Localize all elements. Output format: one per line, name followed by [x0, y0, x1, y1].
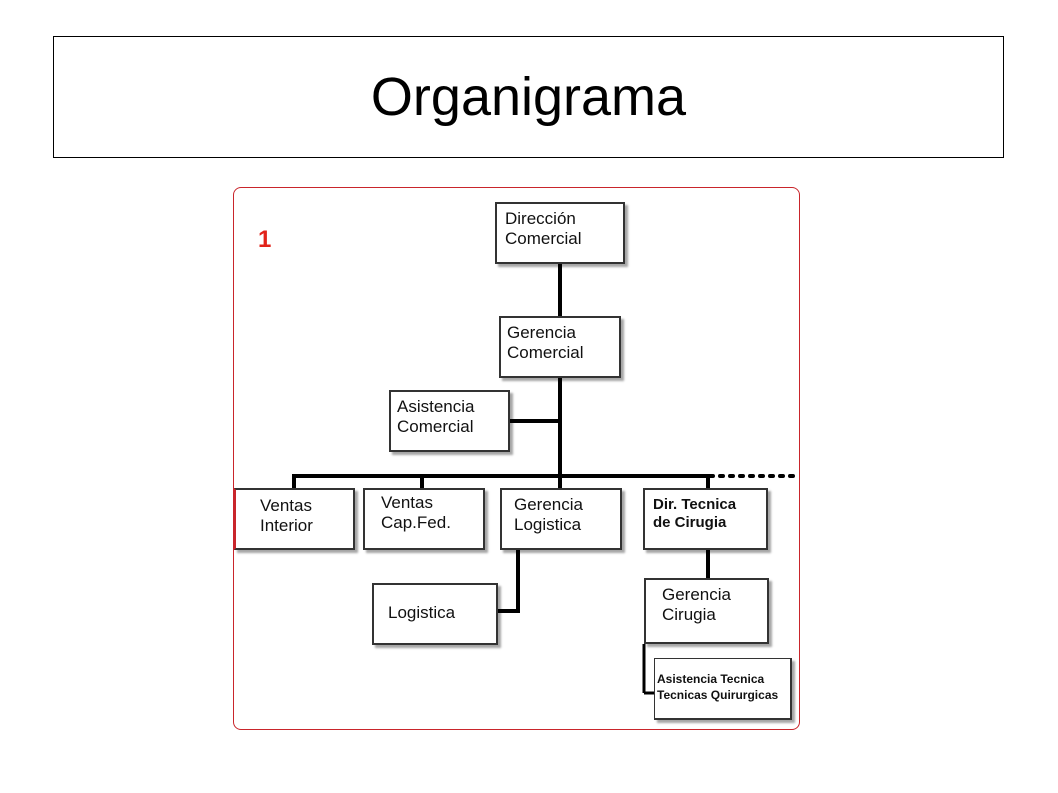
node-gerencia-comercial: Gerencia Comercial — [499, 316, 621, 378]
node-ventas-interior: Ventas Interior — [234, 488, 355, 550]
node-logistica: Logistica — [372, 583, 498, 645]
page-title: Organigrama — [370, 67, 687, 127]
node-ventas-capfed: Ventas Cap.Fed. — [363, 488, 485, 550]
frame-marker: 1 — [258, 226, 272, 253]
node-gerencia-cirugia: Gerencia Cirugia — [644, 578, 769, 644]
org-chart-frame: 1 Dirección Com — [233, 187, 800, 730]
connector-lines — [292, 262, 799, 695]
node-gerencia-logistica: Gerencia Logistica — [500, 488, 622, 550]
node-dir-tecnica-cirugia: Dir. Tecnica de Cirugia — [643, 488, 768, 550]
node-asistencia-tecnica: Asistencia Tecnica Tecnicas Quirurgicas — [654, 658, 792, 720]
title-box: Organigrama — [53, 36, 1004, 158]
node-asistencia-comercial: Asistencia Comercial — [389, 390, 510, 452]
node-direccion-comercial: Dirección Comercial — [495, 202, 625, 264]
